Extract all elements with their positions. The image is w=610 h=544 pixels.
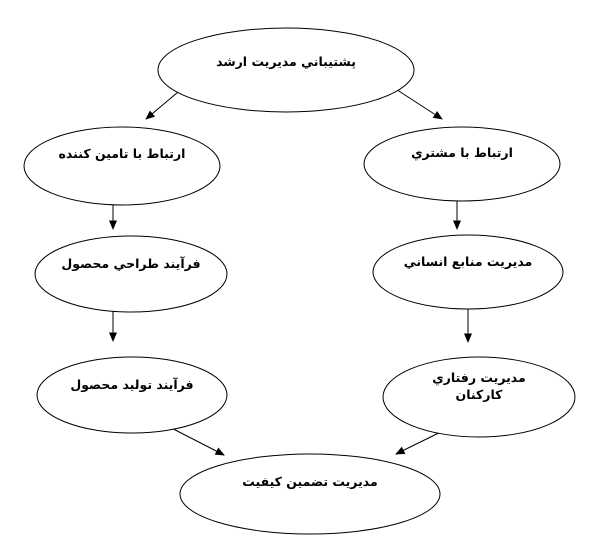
ellipse-product-production-process — [36, 356, 228, 434]
label-top-management-support: پشتيباني مديريت ارشد — [216, 54, 356, 69]
node-product-production-process: فرآيند توليد محصول — [36, 356, 228, 434]
label-customer-relation: ارتباط با مشتري — [411, 145, 513, 160]
node-employee-behavior-management: مديريت رفتاري كاركنان — [382, 356, 576, 438]
label-supplier-relation: ارتباط با تامين كننده — [59, 146, 186, 161]
ellipse-quality-assurance-management — [179, 453, 441, 535]
label-product-production-process: فرآيند توليد محصول — [70, 377, 193, 392]
label-employee-behavior-management-line2: كاركنان — [456, 387, 504, 402]
ellipse-employee-behavior-management — [382, 356, 576, 438]
ellipse-human-resources-management — [372, 234, 564, 310]
label-human-resources-management: مديريت منابع انساني — [404, 254, 533, 269]
ellipse-customer-relation — [363, 126, 561, 202]
label-employee-behavior-management-line1: مديريت رفتاري — [432, 370, 526, 385]
ellipse-supplier-relation — [23, 126, 221, 206]
ellipse-top-management-support — [157, 27, 415, 113]
label-product-design-process: فرآيند طراحي محصول — [61, 256, 200, 271]
node-product-design-process: فرآيند طراحي محصول — [34, 235, 228, 313]
label-quality-assurance-management: مديريت تضمين كيفيت — [242, 474, 378, 489]
node-quality-assurance-management: مديريت تضمين كيفيت — [179, 453, 441, 535]
node-customer-relation: ارتباط با مشتري — [363, 126, 561, 202]
node-supplier-relation: ارتباط با تامين كننده — [23, 126, 221, 206]
ellipse-product-design-process — [34, 235, 228, 313]
node-human-resources-management: مديريت منابع انساني — [372, 234, 564, 310]
node-top-management-support: پشتيباني مديريت ارشد — [157, 27, 415, 113]
